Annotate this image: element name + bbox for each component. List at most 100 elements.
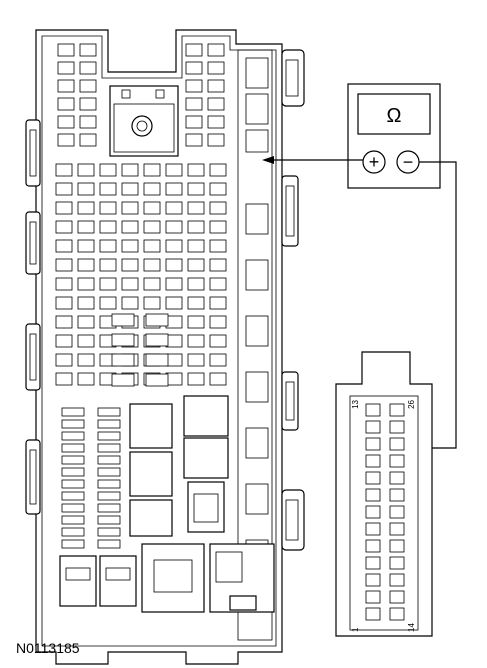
fuse	[185, 97, 203, 111]
pin-cavity	[389, 488, 405, 502]
mini-fuse	[61, 455, 85, 465]
fuse	[79, 43, 97, 57]
mini-fuse	[97, 419, 121, 429]
mini-fuse	[97, 467, 121, 477]
fuse	[165, 163, 183, 177]
positive-terminal-icon	[362, 150, 386, 174]
fuse	[121, 182, 139, 196]
pin-cavity	[389, 454, 405, 468]
fuse	[185, 115, 203, 129]
fuse	[77, 277, 95, 291]
fuse	[57, 61, 75, 75]
fuse	[187, 315, 205, 329]
fuse	[145, 313, 169, 327]
fuse	[207, 43, 225, 57]
mini-fuse	[97, 443, 121, 453]
fuse	[185, 79, 203, 93]
mini-fuse	[97, 479, 121, 489]
fuse	[55, 163, 73, 177]
fuse	[209, 277, 227, 291]
fuse	[165, 201, 183, 215]
fuse	[207, 115, 225, 129]
fuse	[209, 296, 227, 310]
pin-label-14: 14	[407, 623, 416, 632]
fuse	[165, 239, 183, 253]
fuse	[165, 182, 183, 196]
fuse-grid	[55, 43, 227, 549]
mini-fuse	[61, 407, 85, 417]
mini-fuse	[61, 431, 85, 441]
fuse	[209, 334, 227, 348]
pin-cavity	[389, 471, 405, 485]
bottom-socket	[209, 543, 275, 613]
fuse	[209, 220, 227, 234]
fuse	[55, 201, 73, 215]
fuse	[143, 277, 161, 291]
fuse	[145, 373, 169, 387]
connector-outline	[335, 351, 433, 637]
fuse	[77, 239, 95, 253]
mini-fuse	[61, 443, 85, 453]
fuse	[55, 372, 73, 386]
fuse	[79, 133, 97, 147]
fuse	[111, 333, 135, 347]
pin-cavity	[365, 573, 381, 587]
mini-fuse	[61, 527, 85, 537]
pin-label-1: 1	[351, 627, 360, 632]
pin-cavity	[389, 573, 405, 587]
fuse	[55, 220, 73, 234]
pin-cavity	[365, 437, 381, 451]
mini-fuse	[61, 419, 85, 429]
mini-relays	[129, 395, 229, 537]
connector-26-pin: 13 26 1 14	[335, 351, 433, 637]
fuse	[145, 353, 169, 367]
pin-cavity	[365, 505, 381, 519]
fuse	[145, 333, 169, 347]
pin-cavity	[389, 539, 405, 553]
pin-cavity	[389, 607, 405, 621]
fuse	[187, 220, 205, 234]
fuse	[77, 258, 95, 272]
fuse	[79, 97, 97, 111]
fuse	[99, 258, 117, 272]
fuse	[209, 353, 227, 367]
mini-fuse	[97, 407, 121, 417]
fuse	[185, 133, 203, 147]
fuse	[79, 79, 97, 93]
fuse	[207, 133, 225, 147]
fuse	[77, 220, 95, 234]
fuse	[55, 182, 73, 196]
fuse	[121, 201, 139, 215]
fuse	[55, 315, 73, 329]
fuse	[143, 296, 161, 310]
fuse	[187, 239, 205, 253]
fuse	[209, 163, 227, 177]
mini-fuse	[61, 515, 85, 525]
pin-cavity	[365, 471, 381, 485]
ohmmeter: Ω + −	[347, 83, 441, 189]
fuse	[99, 163, 117, 177]
fuse	[121, 296, 139, 310]
pin-cavity	[365, 590, 381, 604]
fuse	[187, 372, 205, 386]
mini-fuse	[61, 503, 85, 513]
negative-test-lead	[419, 161, 457, 449]
positive-terminal-label: +	[369, 152, 380, 172]
fuse	[187, 258, 205, 272]
fuse	[55, 334, 73, 348]
fuse	[207, 61, 225, 75]
fuse	[111, 373, 135, 387]
pin-cavity	[365, 420, 381, 434]
pin-cavity	[389, 505, 405, 519]
fuse	[165, 258, 183, 272]
fuse	[79, 61, 97, 75]
fuse	[77, 334, 95, 348]
fuse	[121, 239, 139, 253]
mini-fuse	[97, 503, 121, 513]
fuse	[143, 220, 161, 234]
relay-bolt-block	[109, 85, 179, 157]
fuse	[99, 296, 117, 310]
fuse	[77, 201, 95, 215]
mini-fuse	[97, 515, 121, 525]
